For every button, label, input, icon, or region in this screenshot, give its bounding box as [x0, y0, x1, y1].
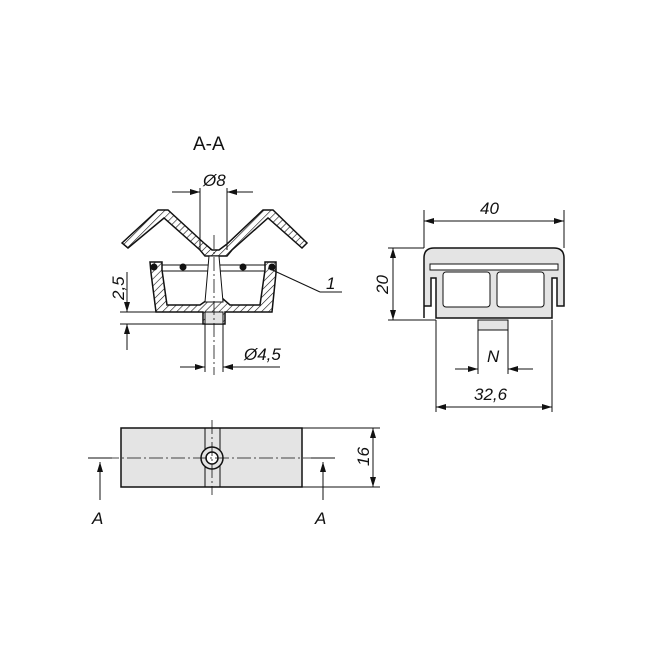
v-cover-section	[120, 209, 309, 257]
top-view: 16 A A	[88, 420, 380, 528]
section-view: Ø8 Ø4,5 2,5 1	[109, 171, 342, 375]
dim-width-40: 40	[480, 199, 499, 218]
dim-diameter-4-5: Ø4,5	[243, 345, 281, 364]
dim-base-width-32-6: 32,6	[474, 385, 508, 404]
dim-height-20: 20	[373, 275, 392, 295]
section-mark-right: A	[314, 509, 326, 528]
callout-1: 1	[326, 274, 335, 293]
dim-diameter-8: Ø8	[202, 171, 226, 190]
section-title: A-A	[193, 134, 225, 155]
dim-n: N	[487, 347, 500, 366]
dim-depth-16: 16	[354, 447, 373, 466]
cup-section	[149, 261, 277, 325]
side-view: 40 20 N 32,6	[373, 199, 565, 412]
dim-thickness-2-5: 2,5	[109, 276, 128, 301]
section-mark-left: A	[91, 509, 103, 528]
